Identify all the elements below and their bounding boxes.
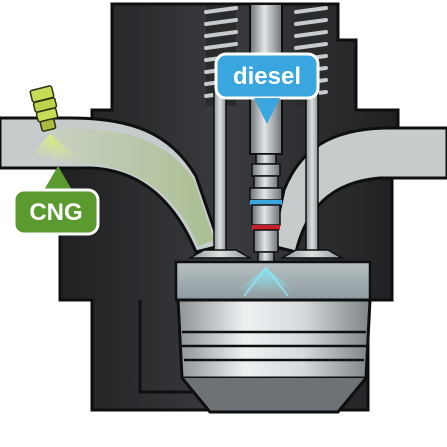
- cng-spray: [28, 134, 80, 160]
- diesel-label: diesel: [233, 63, 301, 90]
- cng-injector-icon: [29, 85, 59, 132]
- cng-callout: CNG: [12, 166, 100, 236]
- diesel-injector-icon: [249, 3, 283, 265]
- diesel-callout: diesel: [214, 52, 320, 124]
- cng-label: CNG: [29, 199, 82, 226]
- piston: [176, 298, 372, 414]
- diesel-spray: [232, 267, 300, 297]
